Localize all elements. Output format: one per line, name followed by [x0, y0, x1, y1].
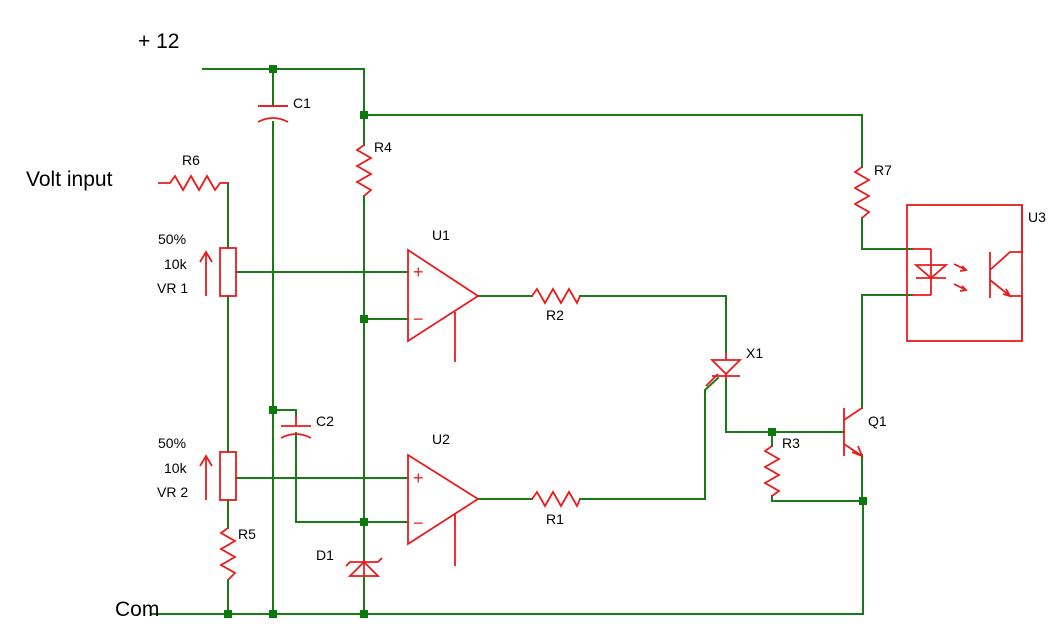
u1-minus-sign: − [413, 309, 424, 329]
resistor-r4-symbol [355, 144, 373, 197]
junction-dot [269, 610, 277, 618]
u3-label: U3 [1028, 209, 1046, 225]
u2-minus-sign: − [413, 513, 424, 533]
junction-dot [269, 406, 277, 414]
x1-label: X1 [746, 345, 763, 361]
u1-label: U1 [432, 227, 450, 243]
vr1-setting-label: 50% [158, 231, 186, 247]
q1-label: Q1 [868, 413, 887, 429]
r3-label: R3 [782, 435, 800, 451]
u2-plus-sign: + [413, 468, 424, 488]
resistor-r2-symbol [531, 287, 581, 306]
vr2-value-label: 10k [164, 460, 188, 476]
r7-label: R7 [874, 162, 892, 178]
capacitor-c1-symbol [257, 105, 289, 123]
u2-label: U2 [432, 431, 450, 447]
opamp-pin-signs: + − + − [413, 262, 424, 533]
potentiometer-vr1-symbol [199, 247, 237, 297]
vr2-name-label: VR 2 [157, 484, 188, 500]
c2-label: C2 [316, 413, 334, 429]
r4-label: R4 [374, 139, 392, 155]
junction-dot [360, 315, 368, 323]
zener-diode-d1-symbol [345, 557, 383, 577]
optocoupler-u3-symbol [906, 204, 1023, 342]
resistor-r7-symbol [853, 166, 871, 219]
resistor-r3-symbol [763, 445, 781, 497]
capacitor-c2-symbol [280, 416, 312, 439]
com-label: Com [115, 598, 159, 621]
u1-plus-sign: + [413, 262, 424, 282]
junction-dot [224, 610, 232, 618]
opamp-u1-symbol [407, 248, 480, 362]
r2-label: R2 [546, 307, 564, 323]
junction-dot [768, 428, 776, 436]
opamp-u2-symbol [407, 453, 480, 566]
volt-input-label: Volt input [26, 168, 113, 191]
resistor-r5-symbol [219, 527, 237, 581]
junction-dot [269, 65, 277, 73]
potentiometer-vr2-symbol [199, 451, 237, 501]
junctions [224, 65, 867, 618]
junction-dot [360, 610, 368, 618]
transistor-q1-symbol [843, 407, 864, 458]
net-labels: + 12 Volt input Com [26, 30, 179, 621]
wires [151, 68, 913, 615]
resistor-r6-symbol [158, 174, 228, 192]
vr1-value-label: 10k [164, 256, 188, 272]
r1-label: R1 [546, 511, 564, 527]
supply-label: + 12 [138, 30, 179, 53]
junction-dot [859, 497, 867, 505]
component-labels: C1 C2 R6 R4 R7 R2 R1 R3 R5 U1 U2 U3 X1 Q… [157, 95, 1046, 563]
c1-label: C1 [293, 95, 311, 111]
junction-dot [360, 111, 368, 119]
vr1-name-label: VR 1 [157, 280, 188, 296]
vr2-setting-label: 50% [158, 435, 186, 451]
d1-label: D1 [316, 547, 334, 563]
r6-label: R6 [182, 152, 200, 168]
resistor-r1-symbol [531, 490, 581, 509]
thyristor-x1-symbol [705, 352, 743, 387]
r5-label: R5 [238, 526, 256, 542]
junction-dot [360, 518, 368, 526]
